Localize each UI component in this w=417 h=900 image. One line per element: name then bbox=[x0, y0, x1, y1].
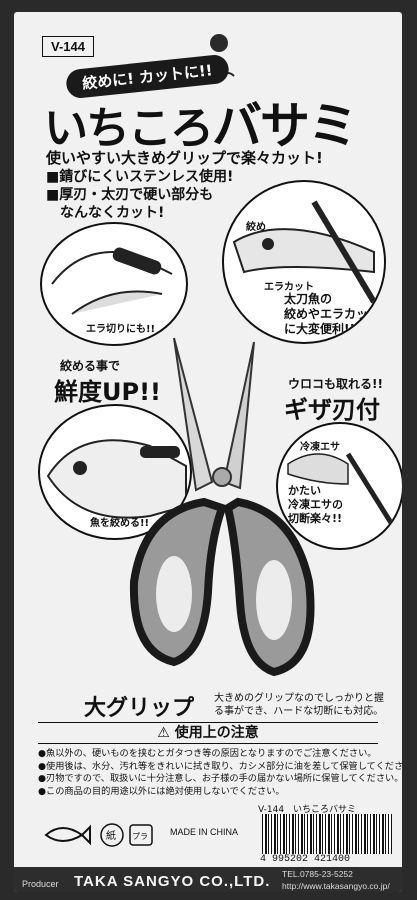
handle-left-hole bbox=[156, 556, 192, 632]
feature-2: ■厚刃・太刃で硬い部分も bbox=[46, 187, 214, 203]
frozen-line-2: 冷凍エサの bbox=[288, 498, 343, 511]
model-number: V-144 bbox=[42, 36, 94, 57]
tachiuo-line-1: 太刀魚の bbox=[284, 292, 333, 306]
scissors-product bbox=[129, 337, 315, 677]
tachiuo-drawing bbox=[232, 200, 377, 304]
freshness-headline: 鮮度UP!! bbox=[54, 378, 161, 406]
plastic-mark-icon bbox=[129, 824, 153, 846]
caution-heading: ⚠ 使用上の注意 bbox=[38, 722, 378, 744]
plastic-mark-text: プラ bbox=[132, 832, 148, 841]
grip-label: 大グリップ bbox=[84, 696, 195, 721]
frozen-bait-illustration: 冷凍エサ かたい 冷凍エサの 切断楽々!! bbox=[276, 422, 402, 550]
frozen-callout: かたい 冷凍エサの 切断楽々!! bbox=[288, 484, 343, 526]
feature-3: なんなくカット! bbox=[60, 205, 165, 221]
caution-item: ●魚以外の、硬いものを挟むとガタつき等の原因となりますのでご注意ください。 bbox=[38, 748, 377, 759]
tachiuo-line-3: に大変便利!! bbox=[284, 322, 355, 336]
pivot-screw bbox=[212, 467, 232, 487]
company-name: TAKA SANGYO CO.,LTD. bbox=[74, 873, 271, 890]
recycle-marks: 紙 プラ bbox=[44, 823, 153, 847]
recycle-fish-icon bbox=[44, 824, 91, 846]
title-part-b: バサミ bbox=[212, 97, 358, 155]
squeeze-fish-illustration: 魚を絞める!! bbox=[38, 404, 192, 540]
caution-item: ●この商品の目的用途以外には絶対使用しないでください。 bbox=[38, 785, 285, 797]
tachiuo-callout: 太刀魚の 絞めやエラカット に大変便利!! bbox=[284, 292, 380, 337]
blade-right bbox=[222, 341, 255, 490]
frozen-bait-label: 冷凍エサ bbox=[300, 442, 340, 453]
paper-mark-icon bbox=[100, 823, 124, 847]
title-part-a: いちころ bbox=[44, 103, 214, 154]
freshness-small-text: 絞める事で bbox=[60, 359, 121, 373]
shime-label: 絞め bbox=[246, 222, 266, 233]
caution-list: ●魚以外の、硬いものを挟むとガタつき等の原因となりますのでご注意ください。 ●使… bbox=[38, 748, 402, 798]
frozen-line-3: 切断楽々!! bbox=[288, 512, 343, 525]
caution-item: ●使用後は、水分、汚れ等をきれいに拭き取り、カシメ部分に油を差して保管してくださ… bbox=[38, 760, 402, 772]
frozen-bait-drawing bbox=[287, 452, 401, 536]
company-url: http://www.takasangyo.co.jp/ bbox=[282, 881, 390, 891]
serrated-headline: ギザ刃付 bbox=[284, 396, 380, 424]
producer-label: Producer bbox=[22, 879, 59, 889]
gill-cut-illustration: エラ切りにも!! bbox=[40, 222, 188, 346]
tachiuo-line-2: 絞めやエラカット bbox=[284, 307, 381, 321]
eracut-label: エラカット bbox=[264, 282, 314, 293]
gill-cut-drawing bbox=[51, 247, 173, 315]
product-code-label: V-144 いちころバサミ bbox=[258, 805, 357, 815]
squeeze-fish-drawing bbox=[46, 439, 187, 519]
company-tel: TEL.0785-23-5252 bbox=[282, 869, 353, 879]
footer-bar: Producer TAKA SANGYO CO.,LTD. TEL.0785-2… bbox=[14, 867, 402, 892]
hang-hole bbox=[210, 34, 228, 52]
package-card: V-144 絞めに! カットに!! いちころバサミ 使いやすい大きめグリップで楽… bbox=[14, 12, 402, 892]
scales-small-text: ウロコも取れる!! bbox=[288, 377, 383, 391]
product-title: いちころバサミ bbox=[44, 86, 358, 158]
grip-description: 大きめのグリップなのでしっかりと握る事ができ、ハードな切断にも対応。 bbox=[214, 693, 384, 717]
frozen-line-1: かたい bbox=[288, 484, 321, 497]
gill-cut-label: エラ切りにも!! bbox=[86, 324, 156, 335]
blade-left bbox=[173, 337, 214, 492]
caution-item: ●刃物ですので、取扱いに十分注意し、お子様の手の届かない場所に保管してください。 bbox=[38, 773, 402, 784]
paper-mark-text: 紙 bbox=[106, 829, 116, 842]
barcode bbox=[262, 814, 392, 854]
squeeze-fish-label: 魚を絞める!! bbox=[90, 518, 150, 529]
feature-1: ■錆びにくいステンレス使用! bbox=[46, 169, 234, 185]
product-description: 使いやすい大きめグリップで楽々カット! bbox=[46, 149, 323, 167]
made-in-label: MADE IN CHINA bbox=[170, 827, 239, 837]
barcode-number: 4 995202 421400 bbox=[258, 854, 353, 865]
tachiuo-illustration: 絞め エラカット 太刀魚の 絞めやエラカット に大変便利!! bbox=[222, 180, 386, 344]
handle-right-hole bbox=[256, 560, 292, 640]
